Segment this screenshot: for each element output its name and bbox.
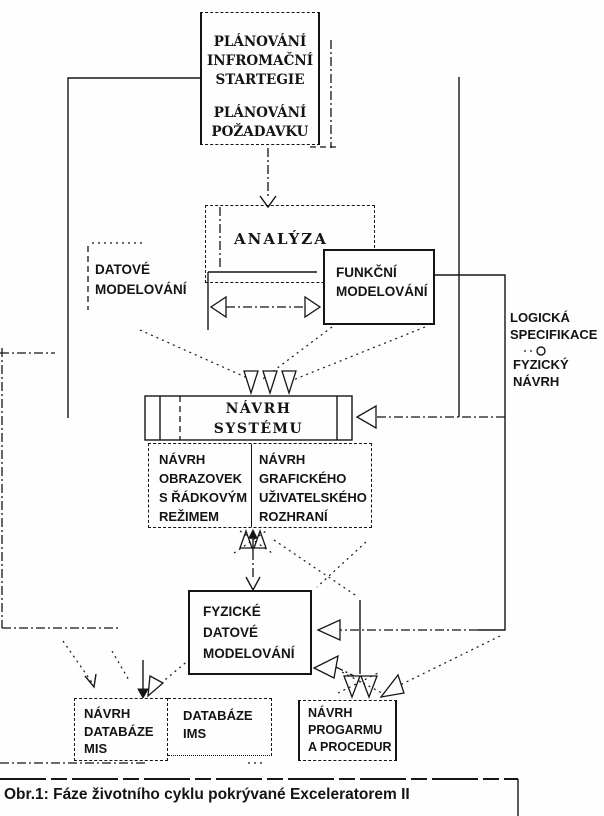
box-text-line: IMS <box>183 725 207 741</box>
box-text-line: DATABÁZE <box>183 708 253 723</box>
figure-caption: Obr.1: Fáze životního cyklu pokrývané Ex… <box>4 786 410 803</box>
box-text-line: PLÁNOVÁNÍ <box>213 34 307 50</box>
box-text-line: S ŘÁDKOVÝM <box>159 490 248 505</box>
box-text-line: PLÁNOVÁNÍ <box>213 105 307 121</box>
label-logical-specification: LOGICKÁ SPECIFIKACE <box>510 310 604 343</box>
box-text-line: MIS <box>84 741 108 756</box>
box-text-line: UŽIVATELSKÉHO <box>259 490 367 505</box>
box-text-line: REŽIMEM <box>159 509 219 524</box>
box-text-line: ANALÝZA <box>234 230 328 248</box>
box-planning-information-strategy: PLÁNOVÁNÍ INFROMAČNÍ STARTEGIE PLÁNOVÁNÍ… <box>200 12 320 145</box>
box-text-line: DATABÁZE <box>84 723 154 739</box>
box-text-line: NÁVRH <box>259 452 306 467</box>
box-text-line: SYSTÉMU <box>213 421 304 437</box>
box-text-line: MODELOVÁNÍ <box>203 646 295 661</box>
arrows-screens-to-physical <box>233 528 367 592</box>
box-text-line: PROGARMU <box>308 723 383 737</box>
label-text-line: SPECIFIKACE <box>510 326 598 342</box>
label-text-line: LOGICKÁ <box>510 310 570 325</box>
box-text-line: OBRAZOVEK <box>159 471 243 486</box>
arrow-data-functional <box>209 295 322 319</box>
arrows-into-mis-database <box>62 640 191 700</box>
box-gui-design: NÁVRH GRAFICKÉHO UŽIVATELSKÉHO ROZHRANÍ <box>254 444 371 527</box>
box-text-line: A PROCEDUR <box>308 740 392 754</box>
box-functional-modeling: FUNKČNÍ MODELOVÁNÍ <box>323 249 435 325</box>
connector-right-rail-logical <box>355 77 505 430</box>
box-analysis: ANALÝZA <box>205 205 375 283</box>
label-data-modeling: DATOVÉ MODELOVÁNÍ <box>95 260 225 306</box>
connector-left-rail <box>0 77 200 629</box>
arrow-planning-to-analysis <box>259 148 277 209</box>
label-physical-design: FYZICKÝ NÁVRH <box>513 357 603 390</box>
box-screen-design: NÁVRH OBRAZOVEK S ŘÁDKOVÝM REŽIMEM <box>149 444 252 527</box>
box-mis-database-design: NÁVRH DATABÁZE MIS <box>74 698 168 761</box>
box-system-design: NÁVRH SYSTÉMU <box>181 399 336 439</box>
label-text-line: NÁVRH <box>513 373 560 389</box>
arrows-into-program-design <box>273 539 501 699</box>
arrows-into-system-design <box>139 326 426 396</box>
box-text-line: NÁVRH <box>159 452 206 467</box>
box-text-line: DATOVÉ <box>95 262 151 277</box>
box-text-line: NÁVRH <box>225 401 292 417</box>
analysis-box-lines <box>207 207 317 330</box>
box-text-line: GRAFICKÉHO <box>259 471 347 486</box>
label-text-line: FYZICKÝ <box>513 357 569 372</box>
box-text-line: INFROMAČNÍ <box>206 53 314 69</box>
box-text-line: MODELOVÁNÍ <box>95 282 187 297</box>
box-text-line: ROZHRANÍ <box>259 509 328 524</box>
connector-right-rail-physical <box>312 274 506 679</box>
box-text-line: FYZICKÉ <box>203 604 261 619</box>
system-design-box <box>144 395 353 441</box>
box-physical-data-modeling: FYZICKÉ DATOVÉ MODELOVÁNÍ <box>188 590 312 675</box>
box-text-line: NÁVRH <box>84 706 131 721</box>
phase-divider-marker <box>524 346 546 356</box>
box-program-design: NÁVRH PROGARMU A PROCEDUR <box>298 700 397 761</box>
caption-frame <box>0 762 519 816</box>
box-text-line: STARTEGIE <box>215 72 305 88</box>
box-text-line: FUNKČNÍ <box>336 265 397 280</box>
box-text-line: NÁVRH <box>308 706 353 720</box>
box-ui-design-group: NÁVRH OBRAZOVEK S ŘÁDKOVÝM REŽIMEM NÁVRH… <box>148 443 372 528</box>
box-ims-database: DATABÁZE IMS <box>168 698 272 756</box>
box-text-line: POŽADAVKU <box>211 124 309 140</box>
box-text-line: DATOVÉ <box>203 625 259 640</box>
data-modeling-partial-border <box>87 242 142 310</box>
box-text-line: MODELOVÁNÍ <box>336 284 428 299</box>
